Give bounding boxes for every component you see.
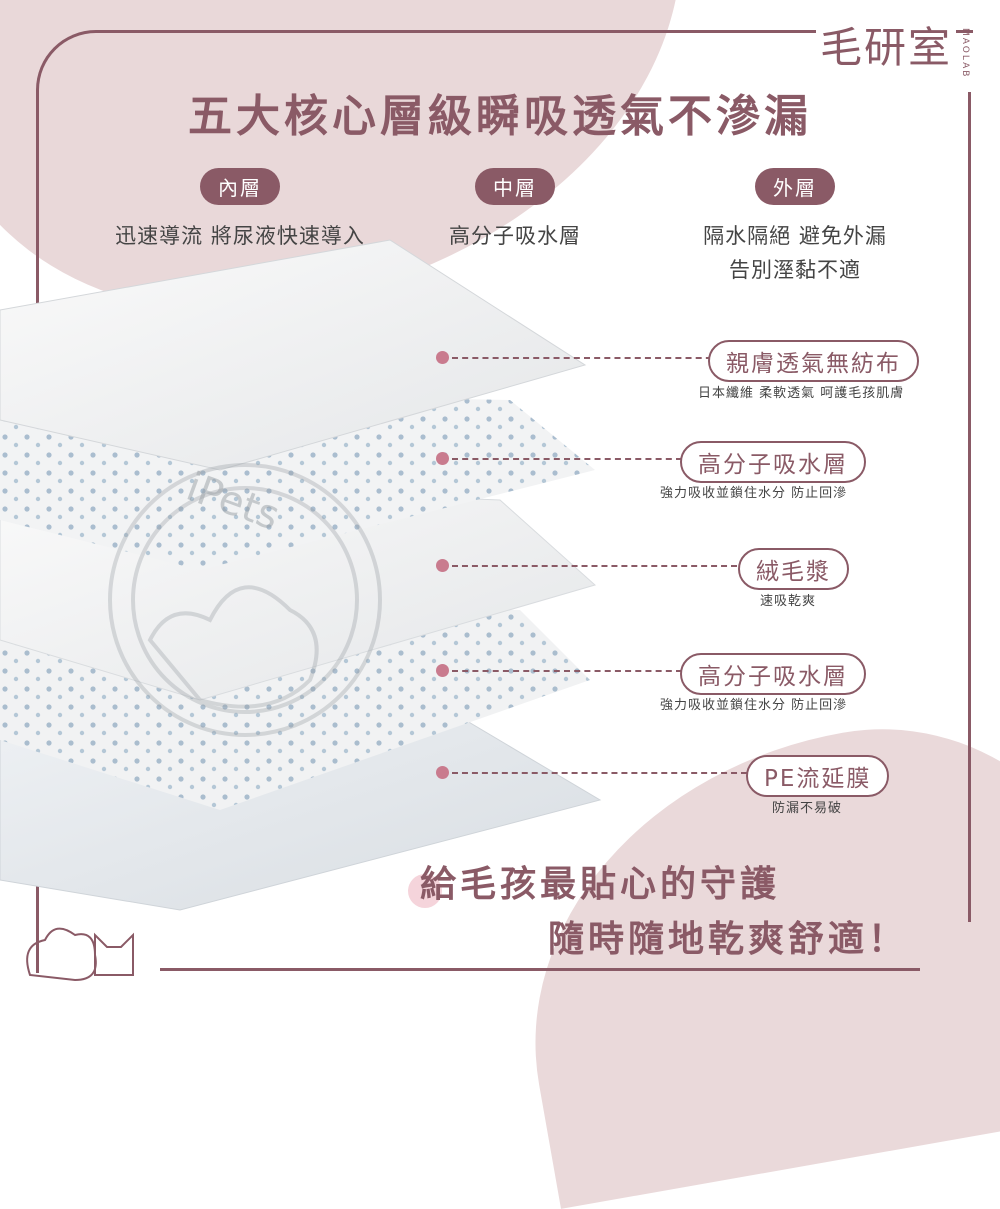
- decor-pink-dot: [408, 874, 442, 908]
- column-label: 外層: [755, 168, 835, 205]
- callout-line: [452, 670, 682, 672]
- callout-line: [452, 458, 682, 460]
- slogan-line-2: 隨時隨地乾爽舒適！: [548, 919, 909, 960]
- layer-tag-absorbent-upper: 高分子吸水層: [680, 441, 866, 483]
- layer-nonwoven-top: [0, 239, 587, 471]
- layer-tag-pe-film: PE流延膜: [746, 755, 890, 797]
- column-middle: 中層 高分子吸水層: [430, 168, 600, 253]
- layer-tag-nonwoven: 親膚透氣無紡布: [708, 340, 919, 382]
- column-label: 中層: [475, 168, 555, 205]
- column-desc-line1: 隔水隔絕 避免外漏: [703, 224, 887, 248]
- column-desc: 迅速導流 將尿液快速導入: [115, 224, 365, 248]
- callout-dot: [436, 766, 449, 779]
- slogan-line-1: 給毛孩最貼心的守護: [420, 864, 781, 905]
- column-desc: 高分子吸水層: [449, 224, 581, 248]
- callout-line: [452, 357, 722, 359]
- column-outer: 外層 隔水隔絕 避免外漏 告別溼黏不適: [690, 168, 900, 287]
- callout-dot: [436, 351, 449, 364]
- layer-tag-absorbent-lower: 高分子吸水層: [680, 653, 866, 695]
- cat-dog-doodle-icon: [26, 927, 134, 982]
- page-frame-right: [968, 92, 971, 922]
- page-frame-bottom: [160, 968, 920, 971]
- brand-logo: 毛研室 MAOLAB: [815, 14, 970, 79]
- layer-desc-absorbent-lower: 強力吸收並鎖住水分 防止回滲: [660, 698, 848, 713]
- column-label: 內層: [200, 168, 280, 205]
- layer-desc-absorbent-upper: 強力吸收並鎖住水分 防止回滲: [660, 486, 848, 501]
- layer-tag-fluff-pulp: 絨毛漿: [738, 548, 849, 590]
- callout-dot: [436, 664, 449, 677]
- ipets-watermark: [108, 463, 382, 737]
- callout-line: [452, 772, 747, 774]
- callout-dot: [436, 559, 449, 572]
- callout-dot: [436, 452, 449, 465]
- callout-line: [452, 565, 737, 567]
- page-title: 五大核心層級瞬吸透氣不滲漏: [188, 91, 812, 142]
- pad-layers-illustration: iPets: [0, 239, 602, 982]
- column-desc-line2: 告別溼黏不適: [729, 258, 861, 282]
- layer-desc-fluff-pulp: 速吸乾爽: [760, 594, 817, 609]
- layer-desc-nonwoven: 日本纖維 柔軟透氣 呵護毛孩肌膚: [698, 386, 905, 401]
- brand-name: 毛研室: [815, 14, 956, 75]
- column-inner: 內層 迅速導流 將尿液快速導入: [110, 168, 370, 253]
- brand-sub: MAOLAB: [960, 28, 970, 79]
- layer-desc-pe-film: 防漏不易破: [772, 801, 843, 816]
